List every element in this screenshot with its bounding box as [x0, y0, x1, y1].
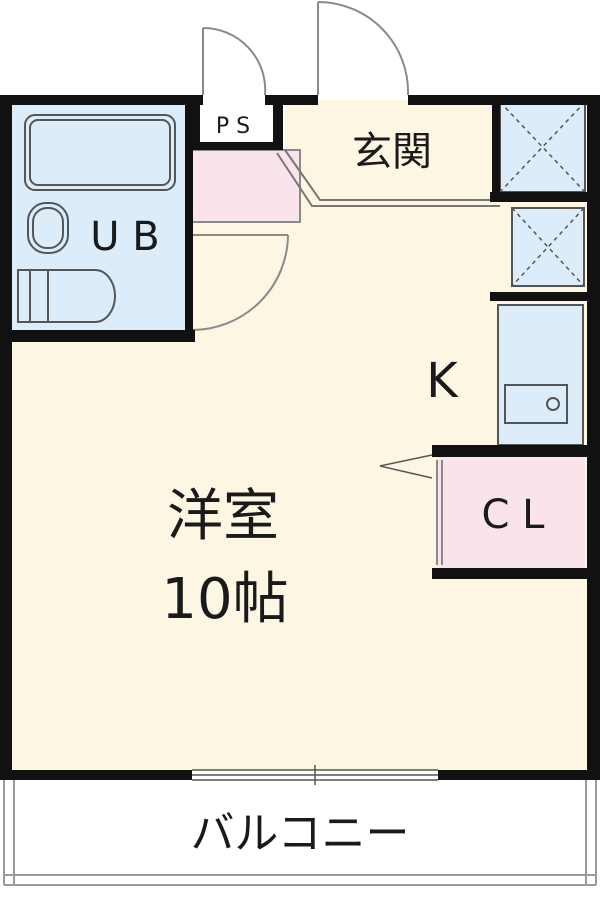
unit-bath-label: U B — [90, 214, 159, 260]
entrance-step — [276, 149, 500, 207]
kitchen-marker — [379, 454, 433, 479]
kitchen-fixtures — [504, 384, 568, 424]
bath-fixtures — [17, 114, 176, 323]
balcony — [3, 780, 597, 886]
room-size-label: 10帖 — [161, 567, 288, 632]
balcony-window — [192, 765, 438, 785]
balcony-label: バルコニー — [190, 808, 409, 859]
laundry-area — [191, 149, 301, 223]
ps-label: P S — [216, 114, 250, 139]
entrance-label: 玄関 — [352, 129, 432, 175]
kitchen-label: K — [426, 353, 459, 409]
sink-icon — [27, 202, 69, 254]
stove-icon — [504, 384, 568, 424]
walls — [0, 95, 600, 780]
storage-cross-marks — [499, 101, 586, 287]
bath-door-swing — [191, 234, 289, 331]
closet-label: C L — [482, 492, 546, 538]
western-room-label: 洋室 — [167, 484, 279, 549]
unit-bath-floor — [12, 100, 192, 335]
bathtub-icon — [24, 114, 176, 191]
top-door-swings — [202, 1, 410, 96]
entrance-floor — [285, 100, 500, 200]
kitchen-counter — [497, 304, 584, 446]
closet-floor — [437, 455, 585, 570]
closet-opening — [436, 460, 443, 565]
